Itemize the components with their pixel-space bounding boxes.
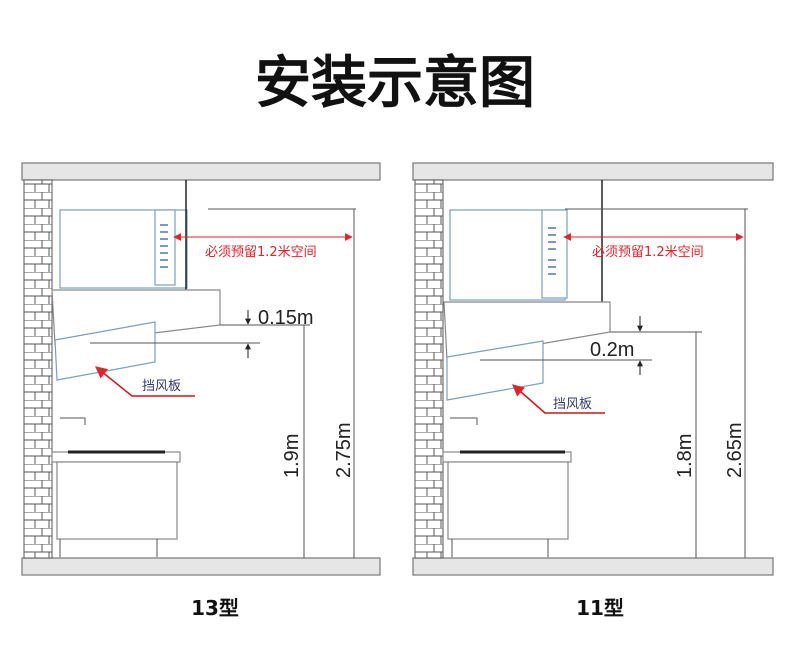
ceiling-height-label: 2.75m [333,422,355,478]
floor [21,557,381,576]
clearance-note: 必须预留1.2米空间 [592,245,704,260]
gap-label: 0.2m [590,339,634,361]
wind-baffle [54,321,156,381]
brick-wall [414,179,444,559]
diagram-13: 0.15m 1.9m 2.75m 必须预留1.2米空间 挡风板 13型 [21,162,381,620]
baffle-callout-arrow [512,384,605,414]
model-label: 13型 [191,596,239,620]
diagram-11: 0.2m 1.8m 2.65m 必须预留1.2米空间 挡风板 11型 [412,162,774,620]
gap-label: 0.15m [258,307,314,329]
baffle-label: 挡风板 [553,397,592,412]
ceiling [412,162,774,181]
model-label: 11型 [576,596,624,620]
hood-height-label: 1.8m [674,434,696,478]
brick-wall [23,179,53,559]
page-title: 安装示意图 [255,51,535,116]
baffle-callout-arrow [95,366,195,397]
baffle-label: 挡风板 [142,379,181,394]
exhaust-fan-unit [59,209,188,289]
ceiling-height-label: 2.65m [724,422,746,478]
floor [412,557,774,576]
clearance-note: 必须预留1.2米空间 [205,245,317,260]
stove [442,412,572,557]
exhaust-fan-unit [449,209,568,301]
ceiling [21,162,381,181]
hood-height-label: 1.9m [281,434,303,478]
stove [51,412,181,557]
